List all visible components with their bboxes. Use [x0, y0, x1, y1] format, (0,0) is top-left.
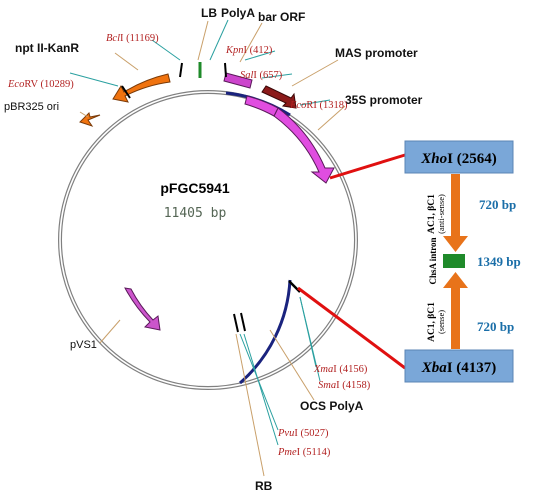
antisense-arrow-shaft	[451, 174, 460, 236]
mas-promoter-label: MAS promoter	[335, 46, 418, 60]
bar-orf-label: bar ORF	[258, 10, 305, 24]
sense-arrow-shaft	[451, 288, 460, 349]
ecorv-tick	[121, 85, 131, 99]
xbai-connector	[297, 286, 406, 370]
xbai-box	[404, 349, 514, 383]
promoter35s-leader	[317, 105, 346, 131]
kpn1-site: KpnI (412)	[225, 45, 273, 56]
antisense-arrow-head	[443, 236, 468, 252]
mas-promoter-arrow	[261, 85, 297, 109]
pme1-leader	[243, 333, 279, 446]
ocs-polya-label: OCS PolyA	[300, 399, 364, 413]
lb-label: LB	[201, 6, 217, 20]
sma1-site: SmaI (4158)	[318, 380, 371, 391]
promoter-35s-arrow	[273, 107, 335, 184]
ecorv-leader	[69, 72, 119, 87]
lb-leader	[197, 20, 209, 61]
ecori-site: EcoRI (1318)	[289, 100, 348, 111]
tdna-segment-bottom	[239, 279, 292, 385]
antisense-size: 720 bp	[479, 197, 516, 212]
promoter-35s-label: 35S promoter	[345, 93, 423, 107]
nptII-label: npt II-KanR	[15, 41, 79, 55]
nptII-leader	[114, 52, 139, 71]
bcl1-site: BclI (11169)	[106, 33, 159, 44]
kpn1-tick	[224, 62, 227, 78]
pvs1-label: pVS1	[70, 339, 97, 351]
xba1-tick	[288, 280, 301, 293]
rb-tick-2	[240, 312, 246, 332]
bcl1-tick	[179, 62, 183, 78]
polya-label: PolyA	[221, 6, 255, 20]
sense-label-1: AC1, βC1	[427, 302, 437, 342]
intron-block	[443, 254, 465, 268]
sense-size: 720 bp	[477, 319, 514, 334]
pvu1-site: PvuI (5027)	[277, 428, 329, 439]
kpn1-leader	[244, 50, 276, 61]
polya-leader	[209, 19, 229, 61]
pvs1-arrow	[124, 287, 161, 331]
backbone-inner	[59, 91, 357, 389]
bar-orf-leader	[239, 22, 263, 63]
rb-leader	[235, 333, 265, 477]
bar-orf-arrow	[223, 72, 253, 89]
pbr-leader	[79, 111, 89, 118]
xhoi-connector	[329, 153, 406, 180]
xbai-label: XbaI (4137)	[421, 360, 497, 376]
sense-arrow-head	[443, 272, 468, 288]
mas-leader	[291, 59, 339, 87]
sma1-leader	[299, 296, 321, 382]
sal1-leader	[261, 73, 293, 79]
bcl1-leader	[151, 39, 181, 61]
intron-size: 1349 bp	[477, 254, 521, 269]
pvs1-leader	[99, 319, 121, 344]
antisense-label-1: AC1, βC1	[427, 194, 437, 234]
nptII-kanr-arrow	[112, 73, 171, 103]
xhoi-label: XhoI (2564)	[420, 151, 496, 167]
xhoi-box	[404, 140, 514, 174]
xma1-site: XmaI (4156)	[313, 364, 368, 375]
ecori-leader	[299, 99, 331, 106]
plasmid-name: pFGC5941	[160, 180, 229, 196]
ocs-leader	[269, 329, 315, 401]
rb-label: RB	[255, 479, 273, 493]
antisense-label-2: (anti-sense)	[436, 194, 446, 234]
pme1-site: PmeI (5114)	[277, 447, 331, 458]
pbr325-label: pBR325 ori	[4, 101, 59, 113]
ecorv-site: EcoRV (10289)	[7, 79, 74, 90]
pbr325-ori-arrow	[79, 112, 101, 127]
sal1-site: SalI (657)	[240, 70, 283, 81]
intron-label: ChsA intron	[428, 237, 438, 284]
sense-label-2: (sense)	[436, 310, 446, 334]
plasmid-size: 11405 bp	[164, 206, 227, 221]
rb-tick-1	[233, 313, 239, 333]
promoter-35s-tail	[244, 95, 279, 117]
